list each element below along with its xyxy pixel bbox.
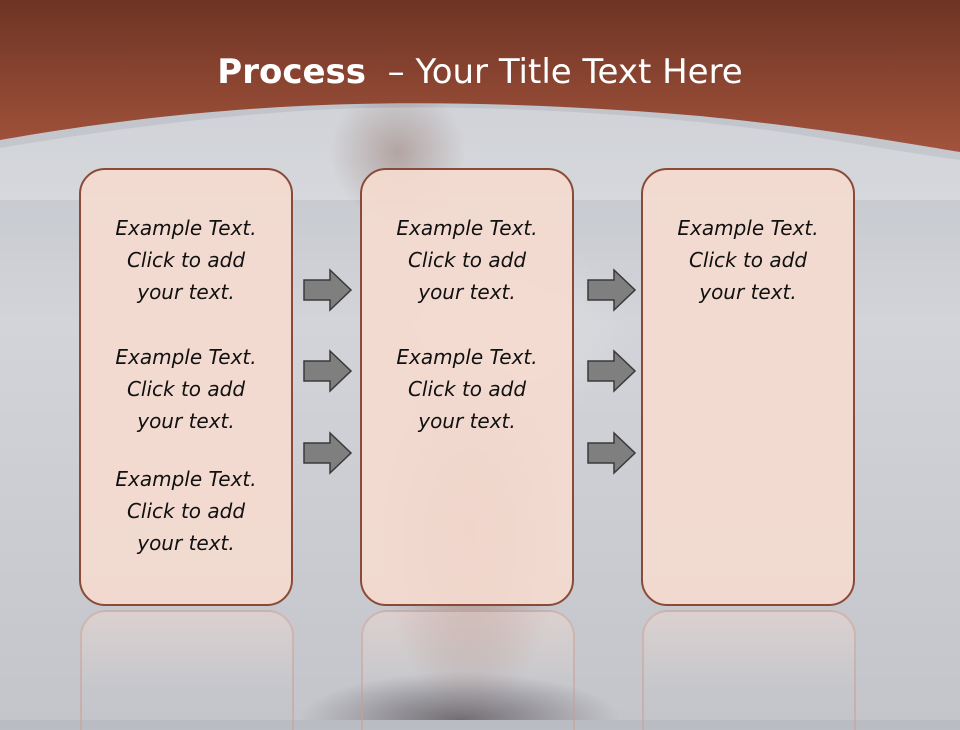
title-bold: Process	[217, 52, 367, 92]
right-arrow-icon	[303, 349, 353, 393]
text-block[interactable]: Example Text. Click to add your text.	[643, 212, 853, 308]
text-block[interactable]: Example Text. Click to add your text.	[362, 212, 572, 308]
text-block[interactable]: Example Text. Click to add your text.	[81, 463, 291, 559]
right-arrow-icon	[587, 268, 637, 312]
process-box-2[interactable]: Example Text. Click to add your text. Ex…	[360, 168, 574, 606]
right-arrow-icon	[303, 431, 353, 475]
text-line: Example Text.	[115, 345, 257, 369]
text-line: Example Text.	[677, 216, 819, 240]
box-reflection-1	[80, 610, 294, 730]
process-box-1[interactable]: Example Text. Click to add your text. Ex…	[79, 168, 293, 606]
text-line: your text.	[137, 280, 235, 304]
text-line: Click to add	[407, 377, 527, 401]
text-block[interactable]: Example Text. Click to add your text.	[81, 341, 291, 437]
text-line: your text.	[137, 531, 235, 555]
text-line: Example Text.	[115, 467, 257, 491]
box-reflection-3	[642, 610, 856, 730]
right-arrow-icon	[303, 268, 353, 312]
text-line: Click to add	[126, 248, 246, 272]
text-line: your text.	[699, 280, 797, 304]
text-line: Example Text.	[396, 216, 538, 240]
text-block[interactable]: Example Text. Click to add your text.	[81, 212, 291, 308]
right-arrow-icon	[587, 431, 637, 475]
slide-title[interactable]: Process – Your Title Text Here	[0, 52, 960, 92]
text-line: Click to add	[407, 248, 527, 272]
right-arrow-icon	[587, 349, 637, 393]
text-line: Click to add	[688, 248, 808, 272]
text-block[interactable]: Example Text. Click to add your text.	[362, 341, 572, 437]
text-line: Click to add	[126, 377, 246, 401]
text-line: your text.	[137, 409, 235, 433]
text-line: Example Text.	[396, 345, 538, 369]
box-reflection-2	[361, 610, 575, 730]
title-rest: – Your Title Text Here	[387, 52, 743, 92]
text-line: your text.	[418, 409, 516, 433]
process-box-3[interactable]: Example Text. Click to add your text.	[641, 168, 855, 606]
text-line: Example Text.	[115, 216, 257, 240]
text-line: your text.	[418, 280, 516, 304]
text-line: Click to add	[126, 499, 246, 523]
